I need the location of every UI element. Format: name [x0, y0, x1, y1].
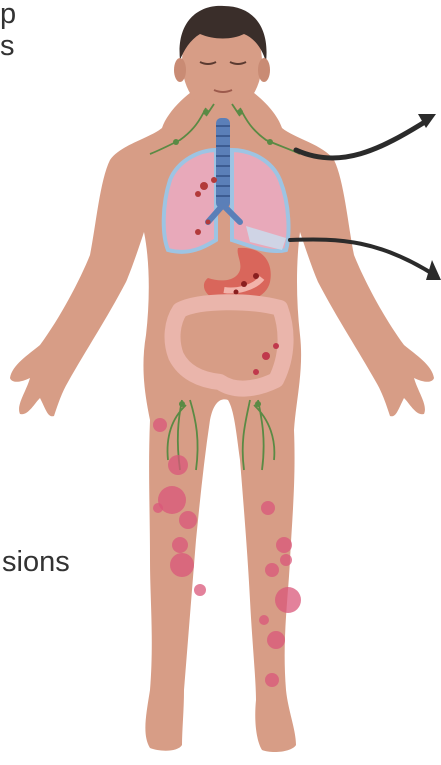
skin-lesion — [170, 553, 194, 577]
lung-lesion — [200, 182, 208, 190]
left-ear — [174, 58, 186, 82]
lymph-node — [203, 109, 209, 115]
skin-lesion — [172, 537, 188, 553]
trachea — [216, 118, 230, 208]
lymph-node — [173, 139, 179, 145]
skin-lesion — [179, 511, 197, 529]
gastric-lesion — [253, 273, 259, 279]
skin-lesion — [194, 584, 206, 596]
text-fragment-sions: sions — [2, 548, 70, 577]
skin-lesion — [261, 501, 275, 515]
skin-lesion — [153, 418, 167, 432]
lung-lesion — [206, 220, 211, 225]
lymph-node — [267, 139, 273, 145]
colon-lesion — [273, 343, 279, 349]
colon-lesion — [253, 369, 259, 375]
lymph-node — [255, 401, 261, 407]
text-fragment-s: s — [0, 32, 15, 61]
skin-lesion — [153, 503, 163, 513]
lymph-node — [179, 401, 185, 407]
skin-lesion — [280, 554, 292, 566]
skin-lesion — [265, 673, 279, 687]
gastric-lesion — [234, 290, 239, 295]
skin-lesion — [168, 455, 188, 475]
lung-lesion — [195, 229, 201, 235]
lung-lesion — [195, 191, 201, 197]
skin-lesion — [275, 587, 301, 613]
skin-lesion — [267, 631, 285, 649]
right-ear — [258, 58, 270, 82]
skin-lesion — [276, 537, 292, 553]
colon-lesion — [262, 352, 270, 360]
lymph-node — [237, 109, 243, 115]
lung-lesion — [211, 177, 217, 183]
text-fragment-p: p — [0, 0, 16, 29]
skin-lesion — [265, 563, 279, 577]
gastric-lesion — [241, 281, 247, 287]
skin-lesion — [259, 615, 269, 625]
